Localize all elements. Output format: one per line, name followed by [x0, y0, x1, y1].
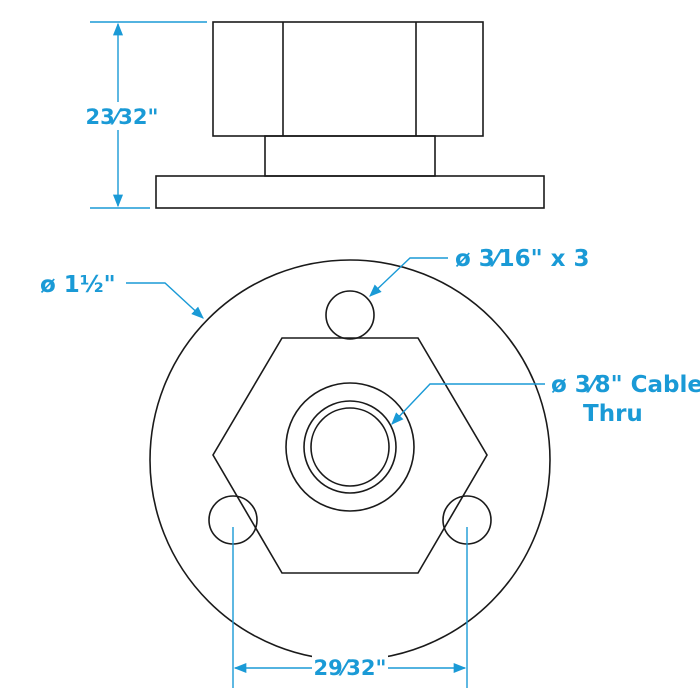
- side-view: 23⁄32": [84, 21, 545, 209]
- base-flange: [155, 175, 545, 209]
- hole-diameter-callout: ø 3⁄16" x 3: [369, 246, 590, 297]
- cable-thru-label-line2: Thru: [583, 401, 643, 427]
- hole-diameter-leader: [369, 257, 448, 297]
- spacing-label-bg: [312, 651, 388, 681]
- height-label: 23⁄32": [86, 105, 159, 129]
- top-view: [149, 259, 551, 661]
- cable-thru-leader: [391, 383, 545, 425]
- cable-thru-callout: ø 3⁄8" Cable Thru: [391, 372, 700, 427]
- hole-diameter-label: ø 3⁄16" x 3: [455, 246, 590, 272]
- nut-body: [212, 21, 484, 137]
- cable-thru-label-line1: ø 3⁄8" Cable: [551, 372, 700, 398]
- outer-diameter-leader: [126, 282, 204, 319]
- outer-flange-circle: [149, 259, 551, 661]
- outer-diameter-callout: ø 1½": [40, 272, 204, 319]
- hole-spacing-dimension: 29⁄32": [232, 527, 468, 688]
- spacing-label: 29⁄32": [314, 656, 387, 680]
- outer-diameter-label: ø 1½": [40, 272, 116, 298]
- bore-outer: [285, 382, 415, 512]
- height-label-bg: [84, 102, 160, 130]
- bore-inner: [310, 407, 390, 487]
- hex-nut: [212, 337, 488, 574]
- bore-mid: [303, 400, 397, 494]
- neck: [264, 135, 436, 177]
- mount-hole-top: [325, 290, 375, 340]
